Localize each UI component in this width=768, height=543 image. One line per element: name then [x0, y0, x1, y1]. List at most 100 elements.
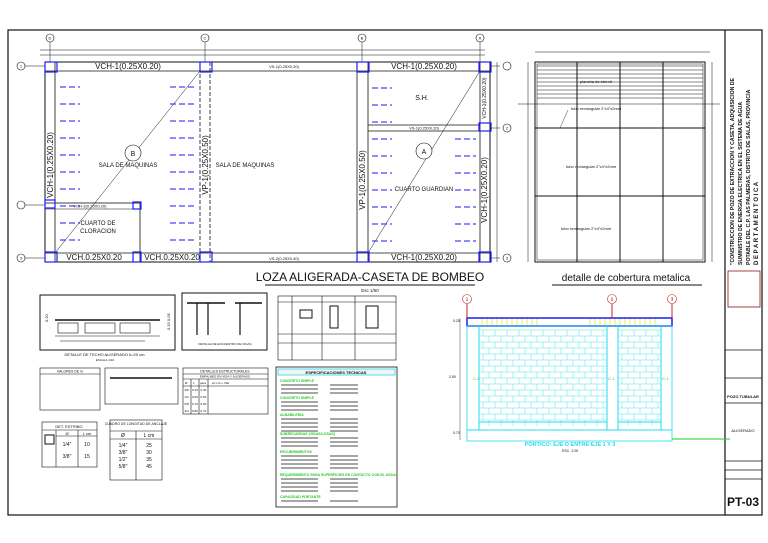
sheet-number: PT-03: [727, 495, 759, 509]
portico-title: PÓRTICO: EJE D ENTRE EJE 1 Y 3: [525, 440, 616, 448]
beam-label-bottom-mid: VS-2(0.25X0.40): [269, 256, 299, 261]
portico-dim-beam: 0.25: [453, 319, 460, 323]
portico-dim-wall: 2.50: [449, 375, 456, 379]
specs-box: [275, 366, 398, 508]
axis-label-3: 3: [20, 256, 23, 261]
structural-cell: 0.80: [192, 409, 198, 413]
valores-table: [39, 367, 101, 411]
axis-label-1: 1: [20, 64, 23, 69]
portico-column-2: C-1: [608, 376, 615, 381]
beam-label-bottom-right: VCH-1(0.25X0.20): [391, 253, 457, 262]
beam-stirrups: [481, 319, 656, 325]
axis-bubble-d: [45, 33, 55, 43]
sheet-content: ALIGERADO: [731, 428, 754, 433]
axis-bubble-1: [16, 61, 26, 71]
roof-label-tubo-2: tubo rectangular 2"x4"x2mm: [566, 164, 617, 169]
structural-subtitle: EMPALMES EN VIGA Y ALIGERADO: [200, 375, 251, 379]
stirrup-head-1: L cm: [83, 431, 92, 436]
anchorage-l-0: 25: [146, 443, 152, 449]
structural-cell: 5/8: [185, 402, 190, 406]
beam-label-vp-c: VP-1(0.25X0.50): [201, 135, 210, 195]
splice-detail: [104, 367, 179, 405]
panel-label-a: A: [422, 149, 427, 156]
beam-label-top-mid: VS-1(0.25X0.20): [269, 64, 299, 69]
room-label-guardian: CUARTO GUARDIAN: [395, 187, 453, 193]
slab-height-2: 0.15 0.05: [166, 313, 171, 330]
axis-bubble-1-right: [502, 61, 512, 71]
stirrup-length-0: 10: [84, 442, 90, 448]
room-label-sala-2: SALA DE MAQUINAS: [216, 163, 275, 169]
axis-label-2: 2: [506, 126, 509, 131]
panel-bubble-a: [415, 142, 433, 160]
structural-head-1: L: [193, 381, 195, 385]
axis-bubble-b: [357, 33, 367, 43]
structural-head-2: para: [200, 381, 206, 385]
roof-title: detalle de cobertura metalica: [562, 273, 691, 284]
project-title-3: POTABLE DEL C.P. LAS PALMERAS, DISTRITO …: [746, 89, 752, 265]
axis-bubble-3-right: [502, 253, 512, 263]
project-title-2: SUMINISTRO DE ENERGIA ELECTRICA EN EL SI…: [738, 102, 744, 265]
slab-detail-title: DETALLE DE TECHO ALIGERADO h=20 cm.: [64, 352, 145, 357]
specs-section-4: RECUBRIMIENTOS: [280, 450, 312, 454]
specs-section-0: CONCRETO SIMPLE: [280, 379, 315, 383]
axis-bubble-3: [16, 253, 26, 263]
room-label-cloracion-2: CLORACION: [80, 229, 116, 235]
anchorage-title: CUADRO DE LONGITUD DE ANCLAJE: [105, 422, 168, 426]
beam-joint-detail: [181, 292, 268, 351]
specs-section-5: REQUERIMIENTO PARA SUPERFICIES EN CONTAC…: [280, 473, 396, 477]
project-department: D E P A R T A M E N T O I C A: [754, 181, 760, 265]
portico-column-1: C-1: [473, 376, 480, 381]
stirrup-diameter-0: 1/4": [63, 442, 72, 448]
plan-scale: Esc 1/50: [361, 288, 379, 293]
beam-label-left-vertical: VCH-1(0.25X0.20): [46, 132, 55, 198]
axis-bubble-a: [475, 33, 485, 43]
stirrup-head-0: Ø: [65, 431, 68, 436]
structural-cell: 0.70: [201, 409, 207, 413]
portico-scale: ESC. 1:25: [562, 449, 578, 453]
structural-cell: 0.50: [192, 395, 198, 399]
beam-label-vp-b: VP-1(0.25X0.50): [358, 150, 367, 210]
sheet-border: [7, 29, 763, 516]
axis-bubble-2-right: [502, 123, 512, 133]
anchorage-head-0: Ø: [121, 433, 125, 439]
specs-section-6: CAPACIDAD PORTANTE: [280, 495, 321, 499]
beam-label-top-right: VCH-1(0.25X0.20): [391, 62, 457, 71]
portico-axis-bubble-3: [667, 294, 677, 304]
stirrup-diameter-1: 3/8": [63, 454, 72, 460]
beam-label-top-left: VCH-1(0.25X0.20): [95, 62, 161, 71]
anchorage-l-1: 30: [146, 450, 152, 456]
beam-section-table: [277, 295, 397, 361]
beam-joint-title: DETALLE DE ENCUENTRO DE VIGAS: [199, 342, 252, 346]
plan-columns: [44, 61, 492, 263]
beam-label-right-vertical: VCH-1(0.25X0.20): [480, 157, 489, 223]
beam-label-vch2: VCH-2(0.25X0.20): [74, 204, 108, 209]
slab-height: 0.20: [44, 313, 49, 322]
roof-label-plancha: plancha de eternit: [580, 79, 613, 84]
portico-column-3: C-1: [662, 376, 669, 381]
panel-bubble-b: [124, 144, 142, 162]
stirrup-table: [41, 421, 98, 468]
structural-cell: 0.40: [192, 388, 198, 392]
roof-detail: [518, 51, 720, 263]
brick-infill: [479, 329, 661, 426]
structural-cell: 3/4: [185, 409, 190, 413]
beam-label-bottom-left: VCH.0.25X0.20: [66, 253, 122, 262]
specs-section-3: SOBRECARGAS (VIGAS/LOSAS): [280, 432, 335, 436]
joist-marks: [60, 86, 476, 242]
beam-label-right-vertical-top: VCH-1(0.25X0.20): [482, 77, 488, 118]
anchorage-d-3: 5/8": [119, 464, 128, 470]
axis-label-d: D: [49, 36, 52, 41]
structural-cell: 3/8: [185, 388, 190, 392]
structural-table: [182, 367, 269, 415]
anchorage-d-2: 1/2": [119, 457, 128, 463]
anchorage-head-1: L cm: [144, 433, 155, 439]
structural-cell: 0.40: [201, 388, 207, 392]
structural-title: DETALLES ESTRUCTURALES: [200, 370, 250, 374]
portico-axis-bubble-1: [462, 294, 472, 304]
slab-detail: [39, 294, 176, 351]
room-label-cloracion-1: CUARTO DE: [80, 221, 115, 227]
anchorage-d-0: 1/4": [119, 443, 128, 449]
portico-axis-2: 2: [611, 297, 614, 302]
anchorage-l-2: 35: [146, 457, 152, 463]
